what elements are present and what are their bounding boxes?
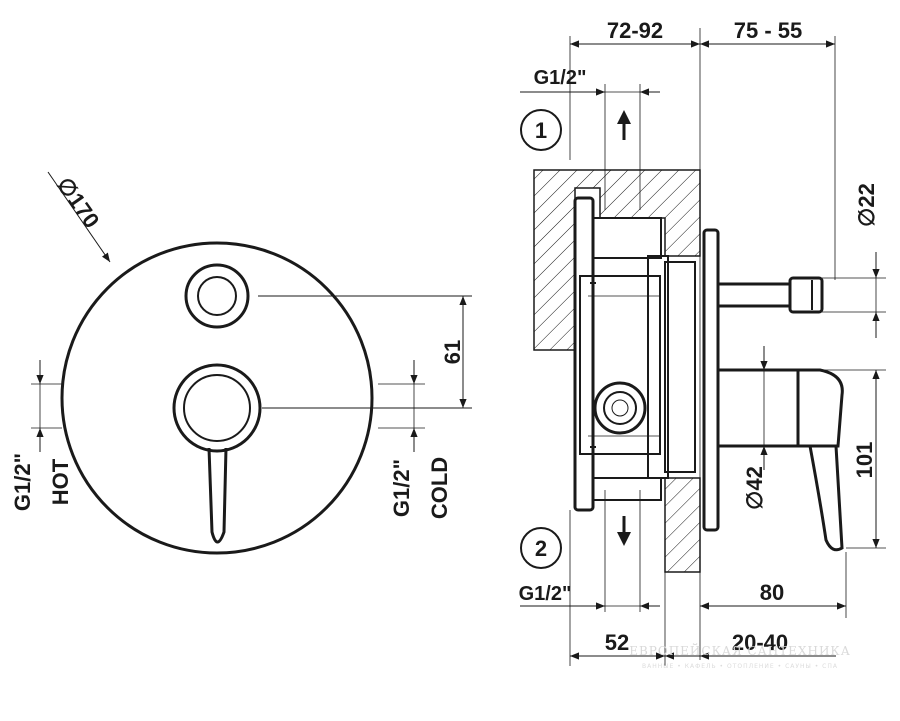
outlet-2-label: 2	[535, 536, 547, 561]
hot-thread-label: G1/2"	[10, 453, 35, 511]
projection-label: 80	[760, 580, 784, 605]
bottom-right-dimension: 20-40	[732, 630, 788, 655]
bottom-dimensions: 52 20-40	[569, 510, 836, 666]
diverter-diameter-dimension: ∅22	[822, 183, 886, 338]
diverter-stem	[718, 276, 824, 314]
wall-section-bottom	[664, 477, 701, 573]
hot-inlet-dimension: G1/2" HOT	[10, 360, 73, 511]
outlet-2-marker: 2	[520, 527, 562, 569]
cold-inlet-dimension: G1/2" COLD	[378, 360, 452, 519]
outlet-1-label: 1	[535, 118, 547, 143]
top-thread-label: G1/2"	[534, 67, 587, 89]
diverter-knob	[184, 263, 250, 329]
bottom-left-dimension: 52	[605, 630, 629, 655]
watermark-line2: ВАННЫЕ • КАФЕЛЬ • ОТОПЛЕНИЕ • САУНЫ • СП…	[642, 663, 838, 670]
lever-side	[716, 368, 844, 552]
cold-label: COLD	[427, 457, 452, 519]
diverter-diameter-label: ∅22	[854, 183, 879, 227]
top-left-dimension: 72-92	[607, 18, 663, 43]
center-distance-label: 61	[440, 340, 465, 364]
bottom-thread-dimension: G1/2"	[519, 490, 660, 612]
mixer-lever	[172, 363, 262, 544]
cold-thread-label: G1/2"	[389, 459, 414, 517]
lever-diameter-dimension: ∅42	[742, 346, 768, 510]
outlet-arrows	[617, 110, 631, 546]
side-view: 1 2 72-92 75 - 55 G1/2"	[519, 18, 886, 670]
watermark: ЕВРОПЕЙСКАЯ САНТЕХНИКА ВАННЫЕ • КАФЕЛЬ •…	[629, 642, 851, 670]
diameter-label: ∅170	[52, 173, 105, 233]
diameter-dimension: ∅170	[47, 171, 111, 263]
lever-height-dimension: 101	[820, 369, 886, 549]
bottom-thread-label: G1/2"	[519, 583, 572, 605]
lever-height-label: 101	[852, 442, 877, 479]
top-thread-dimension: G1/2"	[520, 67, 660, 210]
projection-dimension: 80	[700, 552, 847, 618]
watermark-line1: ЕВРОПЕЙСКАЯ САНТЕХНИКА	[629, 642, 851, 658]
center-distance-dimension: 61	[258, 295, 472, 409]
cover-plate	[60, 241, 374, 555]
top-right-dimension: 75 - 55	[734, 18, 803, 43]
top-dimensions: 72-92 75 - 55	[569, 18, 836, 280]
wall-section-top	[533, 169, 701, 351]
lever-diameter-label: ∅42	[742, 466, 767, 510]
hot-label: HOT	[48, 458, 73, 505]
front-view: 61 ∅170 G1/2" HOT G1/2" COLD	[10, 171, 472, 555]
outlet-1-marker: 1	[520, 109, 562, 151]
